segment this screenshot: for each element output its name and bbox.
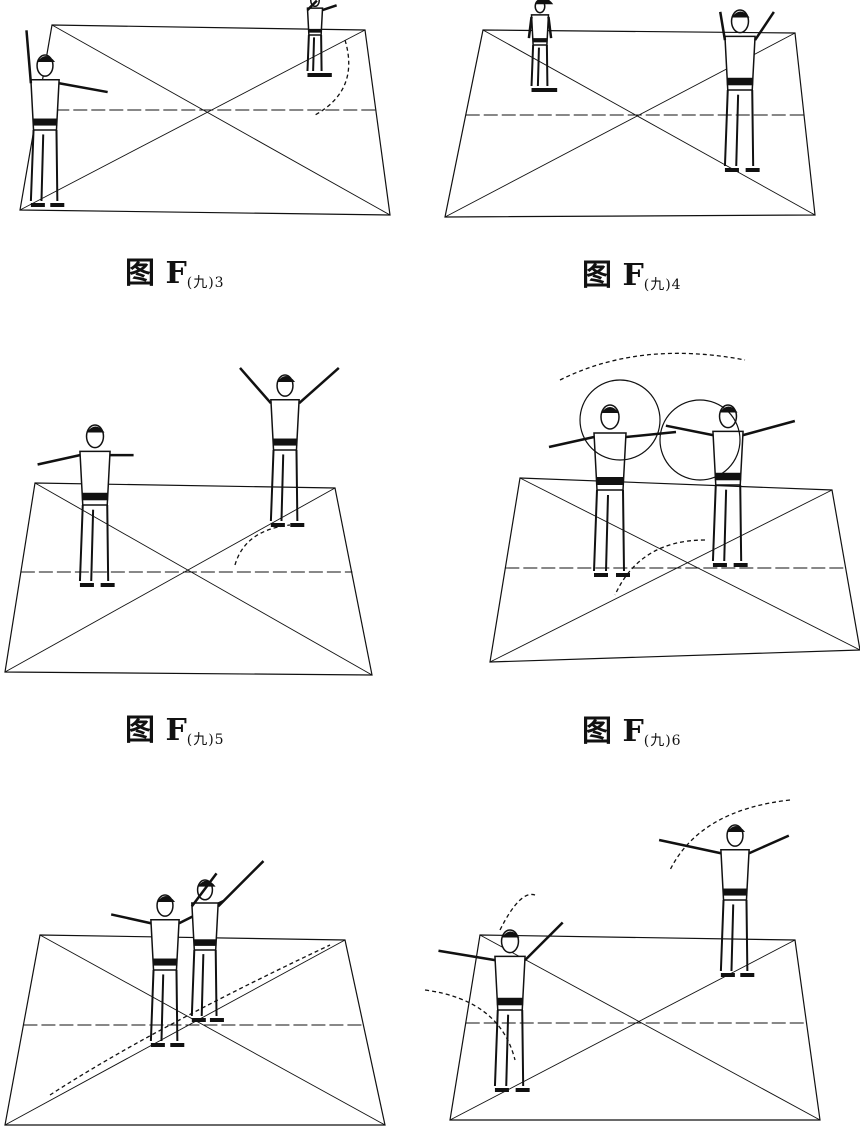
- caption-figure-4: 图 F(九)4: [582, 258, 682, 293]
- floor-outline: [489, 477, 860, 663]
- motion-arrow: [424, 989, 516, 1061]
- motion-arrow: [669, 799, 791, 871]
- floor-outline: [19, 24, 391, 216]
- floor-outline: [444, 29, 816, 218]
- martial-artist-figure: [719, 9, 775, 172]
- caption-figure-3: 图 F(九)3: [125, 256, 225, 291]
- motion-circle: [659, 399, 741, 481]
- motion-circle: [579, 379, 661, 461]
- floor-diagonal: [34, 482, 373, 676]
- martial-artist-figure: [548, 404, 677, 577]
- floor-diagonal: [4, 939, 346, 1126]
- motion-arrow: [234, 524, 291, 566]
- floor-outline: [4, 482, 373, 676]
- motion-arrow: [499, 893, 536, 931]
- caption-figure-5: 图 F(九)5: [125, 713, 225, 748]
- martial-artist-figure: [438, 921, 564, 1092]
- floor-diagonal: [519, 477, 860, 651]
- motion-arrow: [559, 352, 746, 381]
- martial-artist-figure: [306, 0, 338, 77]
- motion-arrow: [614, 539, 706, 596]
- floor-diagonal: [4, 487, 336, 673]
- caption-figure-6: 图 F(九)6: [582, 714, 682, 749]
- martial-artist-figure: [190, 860, 265, 1022]
- floor-outline: [4, 934, 386, 1126]
- martial-artist-figure: [25, 30, 108, 207]
- floor-diagonal: [489, 489, 833, 663]
- martial-artist-figure: [665, 404, 796, 567]
- martial-artist-figure: [110, 894, 224, 1047]
- martial-artist-figure: [37, 424, 134, 587]
- martial-artist-figure: [658, 824, 790, 977]
- martial-artist-figure: [239, 367, 340, 527]
- motion-arrow: [49, 944, 331, 1096]
- floor-diagonal: [479, 934, 821, 1121]
- motion-arrow: [314, 39, 350, 116]
- floor-diagonal: [39, 934, 386, 1126]
- floor-diagonal: [51, 24, 391, 216]
- martial-artist-figure: [527, 0, 558, 92]
